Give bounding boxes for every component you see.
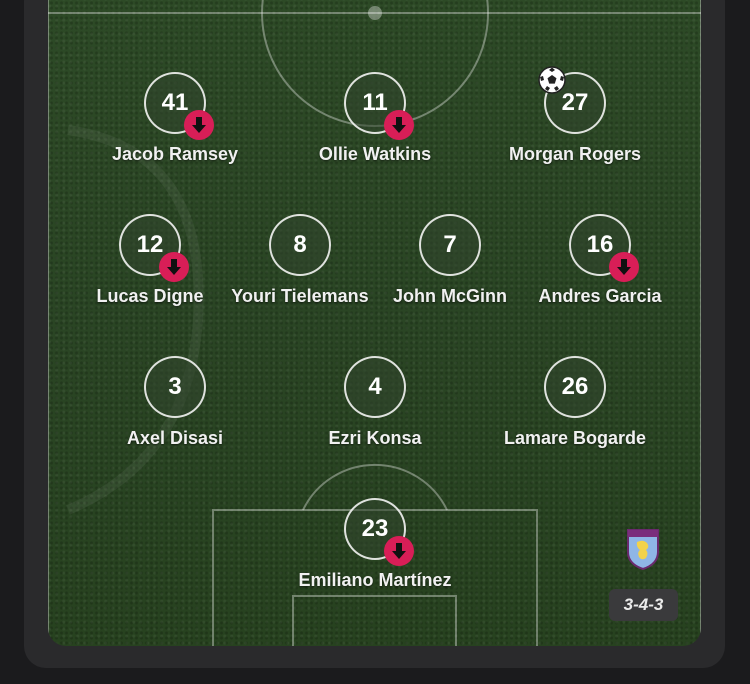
player-name: Axel Disasi [126,428,224,448]
player-name: Ezri Konsa [328,428,422,448]
player-slot[interactable]: 41 Jacob Ramsey [90,72,260,165]
substituted-off-icon [384,536,414,566]
player-name: Youri Tielemans [231,286,369,306]
shirt-number: 26 [544,356,606,418]
player-name: John McGinn [393,286,507,306]
substituted-off-icon [384,110,414,140]
shirt-number: 23 [344,498,414,566]
player-name: Andres Garcia [538,286,662,306]
player-slot[interactable]: 26 Lamare Bogarde [490,356,660,449]
player-slot[interactable]: 27 Morgan Rogers [490,66,660,165]
player-slot[interactable]: 4 Ezri Konsa [290,356,460,449]
shirt-number: 3 [144,356,206,418]
goal-scored-icon [538,66,566,94]
player-name: Morgan Rogers [508,144,641,164]
player-name: Emiliano Martínez [298,570,452,590]
substituted-off-icon [159,252,189,282]
shirt-number: 4 [344,356,406,418]
player-slot[interactable]: 23 Emiliano Martínez [290,498,460,591]
shirt-number: 41 [144,72,214,140]
player-slot[interactable]: 12 Lucas Digne [65,214,235,307]
player-name: Jacob Ramsey [111,144,239,164]
shirt-number: 27 [538,66,606,134]
player-slot[interactable]: 7 John McGinn [365,214,535,307]
substituted-off-icon [184,110,214,140]
shirt-number: 8 [269,214,331,276]
player-slot[interactable]: 3 Axel Disasi [90,356,260,449]
shirt-number: 7 [419,214,481,276]
player-slot[interactable]: 8 Youri Tielemans [215,214,385,307]
formation-badge: 3-4-3 [609,589,678,621]
player-slot[interactable]: 16 Andres Garcia [515,214,685,307]
aston-villa-crest-icon [627,529,659,570]
player-name: Lucas Digne [96,286,204,306]
shirt-number: 16 [569,214,639,282]
player-slot[interactable]: 11 Ollie Watkins [290,72,460,165]
player-name: Ollie Watkins [318,144,432,164]
player-name: Lamare Bogarde [503,428,647,448]
pitch-lines [48,0,701,646]
shirt-number: 12 [119,214,189,282]
substituted-off-icon [609,252,639,282]
shirt-number: 11 [344,72,414,140]
